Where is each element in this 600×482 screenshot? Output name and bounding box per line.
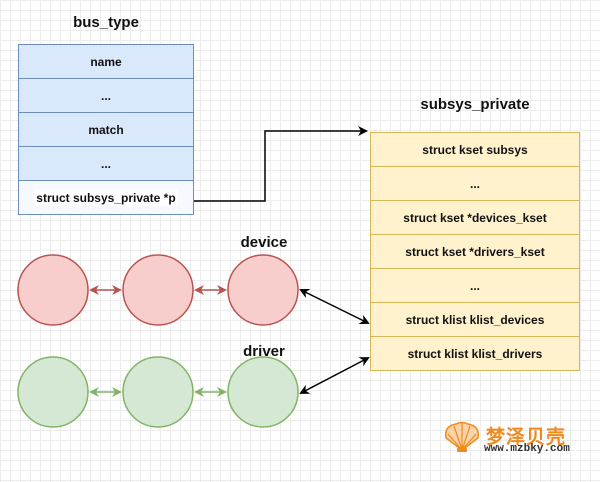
bus-type-row-subsys-private-pointer: struct subsys_private *p [18, 180, 194, 215]
driver-node [17, 356, 89, 428]
shell-icon [444, 421, 480, 452]
subsys-row-ellipsis: ... [370, 166, 580, 201]
device-node [17, 254, 89, 326]
device-node [227, 254, 299, 326]
subsys-row-klist-drivers: struct klist klist_drivers [370, 336, 580, 371]
logo-name: 梦泽贝壳 [486, 427, 567, 448]
driver-node [227, 356, 299, 428]
driver-node [122, 356, 194, 428]
klist-drivers-arrow [299, 357, 370, 394]
bus-type-row-ellipsis: ... [18, 78, 194, 113]
subsys-row-drivers-kset: struct kset *drivers_kset [370, 234, 580, 269]
klist-devices-arrow [299, 289, 370, 324]
device-node [122, 254, 194, 326]
bus-type-table: name ... match ... struct subsys_private… [18, 44, 194, 215]
subsys-private-table: struct kset subsys ... struct kset *devi… [370, 132, 580, 371]
subsys-row-kset-subsys: struct kset subsys [370, 132, 580, 167]
bus-type-row-ellipsis: ... [18, 146, 194, 181]
pointer-arrow [194, 126, 368, 202]
device-label: device [240, 234, 288, 251]
subsys-row-ellipsis: ... [370, 268, 580, 303]
bus-type-row-match: match [18, 112, 194, 147]
driver-label: driver [243, 343, 285, 360]
logo-url: www.mzbky.com [484, 443, 570, 455]
subsys-private-title: subsys_private [420, 96, 530, 113]
subsys-row-klist-devices: struct klist klist_devices [370, 302, 580, 337]
watermark-logo: 梦泽贝壳 www.mzbky.com [442, 418, 582, 458]
bus-type-title: bus_type [73, 14, 139, 31]
